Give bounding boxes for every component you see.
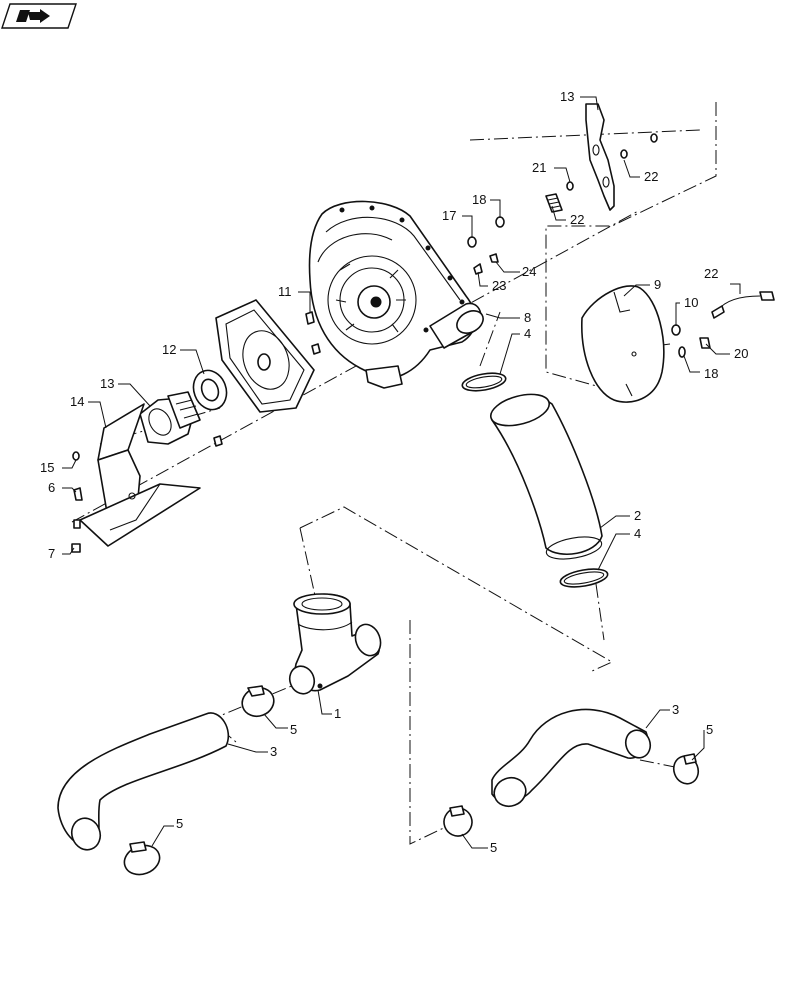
callout-6: 6 bbox=[48, 480, 55, 495]
callout-22: 22 bbox=[570, 212, 584, 227]
callout-20: 20 bbox=[734, 346, 748, 361]
callout-3: 3 bbox=[672, 702, 679, 717]
callout-4: 4 bbox=[634, 526, 641, 541]
callout-21: 21 bbox=[532, 160, 546, 175]
cover-part-9 bbox=[581, 285, 665, 403]
sensor-cable-part-22 bbox=[711, 291, 775, 319]
callout-labels: 13 21 22 22 18 17 24 23 11 8 12 13 14 15… bbox=[40, 89, 748, 855]
callout-4: 4 bbox=[524, 326, 531, 341]
callout-2: 2 bbox=[634, 508, 641, 523]
callout-23: 23 bbox=[492, 278, 506, 293]
callout-13: 13 bbox=[100, 376, 114, 391]
callout-5: 5 bbox=[490, 840, 497, 855]
clamp-part-5-c bbox=[443, 805, 473, 837]
callout-12: 12 bbox=[162, 342, 176, 357]
leader-lines bbox=[62, 96, 741, 849]
callout-7: 7 bbox=[48, 546, 55, 561]
callout-11: 11 bbox=[278, 284, 292, 299]
callout-18: 18 bbox=[704, 366, 718, 381]
motor-part-13 bbox=[139, 391, 201, 445]
callout-5: 5 bbox=[706, 722, 713, 737]
spring-part-22 bbox=[545, 193, 563, 213]
hose-part-3-right bbox=[491, 708, 652, 808]
clamp-part-5-b bbox=[123, 841, 161, 876]
clamp-part-5-a bbox=[241, 685, 275, 718]
callout-1: 1 bbox=[334, 706, 341, 721]
y-connector-part-1 bbox=[288, 593, 382, 695]
nav-back-button[interactable] bbox=[1, 3, 77, 29]
callout-21: 22 bbox=[644, 169, 658, 184]
mounting-plate bbox=[215, 299, 315, 413]
callout-5: 5 bbox=[176, 816, 183, 831]
callout-24: 24 bbox=[522, 264, 536, 279]
callout-19: 13 bbox=[560, 89, 574, 104]
clamp-part-5-d bbox=[672, 753, 700, 785]
callout-22: 22 bbox=[704, 266, 718, 281]
blower-housing-part-8 bbox=[308, 200, 484, 389]
back-arrow-icon bbox=[16, 9, 50, 23]
hardware-parts-15-6-7 bbox=[71, 451, 83, 553]
bolt-part-11 bbox=[213, 311, 321, 447]
hose-part-2 bbox=[489, 393, 603, 560]
callout-15: 15 bbox=[40, 460, 54, 475]
callout-17: 18 bbox=[472, 192, 486, 207]
stand-part-14 bbox=[79, 403, 201, 547]
bracket-part-19 bbox=[585, 103, 615, 211]
hardware-parts-10-18-20 bbox=[671, 324, 711, 358]
clamp-part-4-upper bbox=[461, 372, 507, 392]
gasket-part-12 bbox=[192, 369, 228, 411]
callout-8: 8 bbox=[524, 310, 531, 325]
callout-5: 5 bbox=[290, 722, 297, 737]
callout-14: 14 bbox=[70, 394, 84, 409]
nut-part-21 bbox=[566, 133, 658, 191]
callout-9: 9 bbox=[654, 277, 661, 292]
hose-part-3-left bbox=[57, 712, 230, 851]
callout-10: 10 bbox=[684, 295, 698, 310]
clamp-part-4-lower bbox=[559, 568, 609, 588]
callout-16: 17 bbox=[442, 208, 456, 223]
callout-3: 3 bbox=[270, 744, 277, 759]
